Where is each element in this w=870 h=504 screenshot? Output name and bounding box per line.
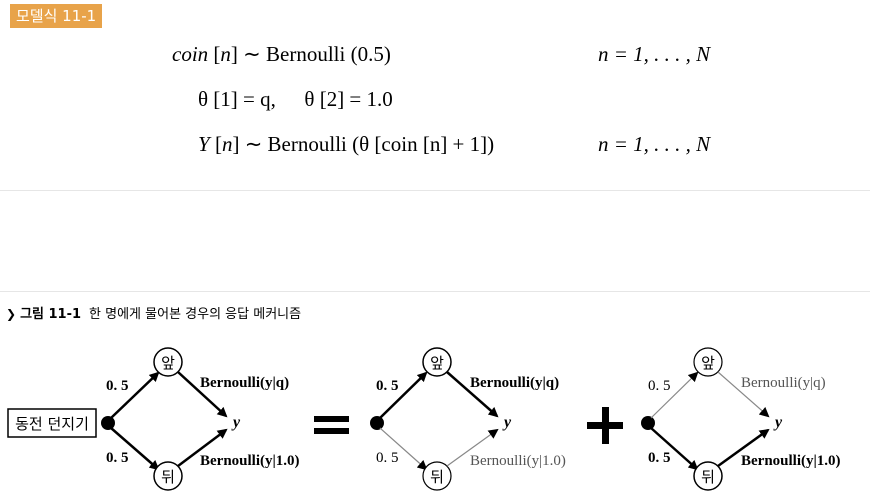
- caption-chevron-icon: ❯: [6, 307, 17, 321]
- edge-heads-to-y-2: [446, 371, 499, 418]
- edge-to-tails: [110, 427, 160, 471]
- coin-toss-box: [7, 408, 97, 438]
- prob-bottom-3: 0. 5: [648, 450, 671, 466]
- dist-top-3: Bernoulli(y|q): [741, 375, 826, 391]
- range-row-3: n = 1, . . . , N: [598, 132, 711, 156]
- dist-bottom: Bernoulli(y|1.0): [200, 453, 300, 469]
- separator-top: [0, 190, 870, 191]
- equals-sign: [314, 416, 349, 434]
- start-dot-2: [370, 416, 384, 430]
- prob-bottom: 0. 5: [106, 450, 129, 466]
- edge-to-tails-2: [379, 427, 428, 471]
- diagram-full: 동전 던지기 0. 5 0. 5 앞 뒤 Bernoulli(y|q) Bern…: [7, 347, 300, 491]
- heads-node: [153, 347, 183, 377]
- tails-node-3: [693, 461, 723, 491]
- figure-title: 한 명에게 물어본 경우의 응답 메커니즘: [89, 307, 302, 322]
- prob-top: 0. 5: [106, 378, 129, 394]
- coin-toss-label: 동전 던지기: [15, 415, 89, 433]
- tails-label: 뒤: [161, 468, 175, 486]
- tails-label-2: 뒤: [430, 468, 444, 486]
- sim-operator: ∼: [243, 42, 261, 66]
- equation-row-2: θ [1] = q, θ [2] = 1.0: [198, 87, 393, 112]
- outcome-y-3: y: [773, 414, 783, 431]
- tails-label-3: 뒤: [701, 468, 715, 486]
- tails-node-2: [422, 461, 452, 491]
- heads-label-2: 앞: [430, 354, 444, 372]
- equation-row-3: Y [n] ∼ Bernoulli (θ [coin [n] + 1]): [198, 132, 494, 157]
- edge-heads-to-y: [177, 371, 228, 418]
- model-equations: coin [n] ∼ Bernoulli (0.5) n = 1, . . . …: [0, 38, 870, 173]
- tails-node: [153, 461, 183, 491]
- dist-top: Bernoulli(y|q): [200, 375, 289, 391]
- figure-caption: ❯그림 11-1 한 명에게 물어본 경우의 응답 메커니즘: [6, 303, 301, 322]
- edge-tails-to-y: [177, 428, 228, 467]
- range-row-1: n = 1, . . . , N: [598, 42, 711, 66]
- separator-figure: [0, 291, 870, 292]
- heads-node-2: [422, 347, 452, 377]
- bernoulli-expression: Bernoulli (0.5): [266, 42, 391, 66]
- y-index: [n]: [214, 132, 240, 156]
- edge-tails-to-y-3: [717, 428, 770, 468]
- theta-two-expression: θ [2] = 1.0: [304, 87, 393, 111]
- start-dot-3: [641, 416, 655, 430]
- outcome-y: y: [231, 414, 241, 431]
- dist-bottom-2: Bernoulli(y|1.0): [470, 453, 566, 469]
- edge-to-heads-3: [650, 371, 699, 419]
- y-variable: Y: [198, 132, 210, 156]
- heads-label-3: 앞: [701, 354, 715, 372]
- diagram-tails-branch: 0. 5 0. 5 앞 뒤 Bernoulli(y|q) Bernoulli(y…: [641, 347, 841, 491]
- figure-label: 그림 11-1: [20, 307, 82, 322]
- edge-tails-to-y-2: [446, 428, 499, 467]
- edge-heads-to-y-3: [717, 371, 770, 418]
- prob-top-2: 0. 5: [376, 378, 399, 394]
- bernoulli-theta-expression: Bernoulli (θ [coin [n] + 1]): [267, 132, 495, 156]
- equation-row-1: coin [n] ∼ Bernoulli (0.5): [172, 42, 391, 67]
- coin-index: [n]: [213, 42, 238, 66]
- edge-to-heads-2: [379, 371, 428, 419]
- dist-top-2: Bernoulli(y|q): [470, 375, 559, 391]
- edge-to-tails-3: [650, 427, 699, 471]
- outcome-y-2: y: [502, 414, 512, 431]
- heads-label: 앞: [161, 354, 175, 372]
- sim-operator-2: ∼: [244, 132, 263, 156]
- prob-bottom-2: 0. 5: [376, 450, 399, 466]
- coin-variable: coin: [172, 42, 209, 66]
- diagram-heads-branch: 0. 5 0. 5 앞 뒤 Bernoulli(y|q) Bernoulli(y…: [370, 347, 566, 491]
- theta-one-expression: θ [1] = q,: [198, 87, 276, 111]
- edge-to-heads: [110, 371, 160, 419]
- start-dot: [101, 416, 115, 430]
- dist-bottom-3: Bernoulli(y|1.0): [741, 453, 841, 469]
- plus-sign: [587, 407, 623, 444]
- prob-top-3: 0. 5: [648, 378, 671, 394]
- model-equation-tag: 모델식 11-1: [10, 4, 103, 28]
- heads-node-3: [693, 347, 723, 377]
